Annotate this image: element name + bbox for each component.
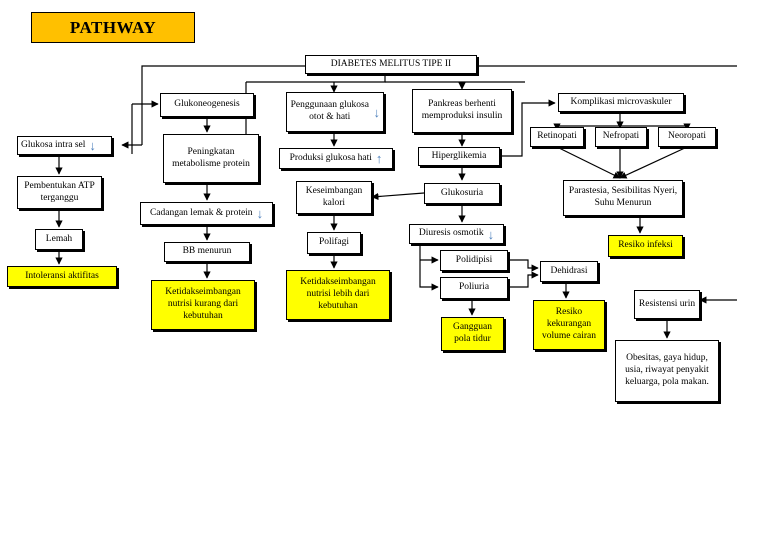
node-komplikasi: Komplikasi microvaskuler — [558, 93, 684, 112]
node-hiperglikemia-label: Hiperglikemia — [431, 150, 487, 161]
node-penggunaan-label: Penggunaan glukosa otot & hati — [290, 100, 369, 122]
node-glukoneogenesis-label: Glukoneogenesis — [174, 99, 240, 110]
node-glukosuria-label: Glukosuria — [440, 187, 484, 198]
node-ketidakseimbangan-lebih: Ketidakseimbangan nutrisi lebih dari keb… — [286, 270, 390, 320]
node-bb-label: BB menurun — [182, 246, 232, 257]
node-komplikasi-label: Komplikasi microvaskuler — [570, 96, 672, 107]
node-polidipisi: Polidipisi — [440, 250, 508, 271]
arrow-up-icon: ↑ — [375, 151, 383, 166]
node-keseimbangan-label: Keseimbangan kalori — [305, 185, 363, 208]
node-retinopati: Retinopati — [530, 127, 584, 147]
node-resistensi: Resistensi urin — [634, 290, 700, 319]
node-atp: Pembentukan ATP terganggu — [17, 176, 102, 209]
node-parastesia-label: Parastesia, Sesibilitas Nyeri, Suhu Menu… — [568, 186, 678, 208]
node-poliuria-label: Poliuria — [458, 282, 490, 293]
node-glukosuria: Glukosuria — [424, 183, 500, 204]
node-glukoneogenesis: Glukoneogenesis — [160, 93, 254, 117]
node-intoleransi-label: Intoleransi aktifitas — [25, 270, 99, 281]
node-diuresis: Diuresis osmotik ↓ — [409, 224, 504, 244]
node-gangguan-label: Gangguan pola tidur — [452, 322, 493, 344]
node-peningkatan: Peningkatan metabolisme protein — [163, 134, 259, 183]
node-ketidakseimbangan-kurang-label: Ketidakseimbangan nutrisi kurang dari ke… — [165, 287, 241, 321]
node-glukosa-sel: Glukosa intra sel ↓ — [17, 136, 112, 155]
page-title: PATHWAY — [31, 12, 195, 43]
node-obesitas: Obesitas, gaya hidup, usia, riwayat peny… — [615, 340, 719, 402]
node-peningkatan-label: Peningkatan metabolisme protein — [172, 146, 250, 169]
node-dm-label: DIABETES MELITUS TIPE II — [330, 58, 452, 69]
node-ketidakseimbangan-kurang: Ketidakseimbangan nutrisi kurang dari ke… — [151, 280, 255, 330]
node-hiperglikemia: Hiperglikemia — [418, 147, 500, 166]
node-cadangan: Cadangan lemak & protein ↓ — [140, 202, 273, 225]
node-penggunaan: Penggunaan glukosa otot & hati ↓ — [286, 92, 384, 132]
node-resistensi-label: Resistensi urin — [638, 298, 696, 309]
node-obesitas-label: Obesitas, gaya hidup, usia, riwayat peny… — [625, 353, 709, 387]
node-dehidrasi: Dehidrasi — [540, 261, 598, 282]
node-retinopati-label: Retinopati — [537, 131, 577, 142]
node-intoleransi: Intoleransi aktifitas — [7, 266, 117, 287]
node-nefropati-label: Nefropati — [602, 131, 640, 142]
node-atp-label: Pembentukan ATP terganggu — [24, 180, 95, 203]
node-dehidrasi-label: Dehidrasi — [550, 265, 588, 276]
node-polidipisi-label: Polidipisi — [455, 254, 493, 265]
node-cadangan-label: Cadangan lemak & protein — [149, 207, 253, 218]
node-neoropati-label: Neoropati — [668, 131, 706, 142]
node-lemah: Lemah — [35, 229, 83, 250]
node-lemah-label: Lemah — [45, 233, 73, 244]
arrow-down-icon: ↓ — [89, 138, 96, 153]
node-produksi-label: Produksi glukosa hati — [289, 152, 372, 163]
node-parastesia: Parastesia, Sesibilitas Nyeri, Suhu Menu… — [563, 180, 683, 216]
node-pankreas: Pankreas berhenti memproduksi insulin — [412, 89, 512, 133]
node-resiko-infeksi-label: Resiko infeksi — [618, 240, 673, 251]
node-resiko-infeksi: Resiko infeksi — [608, 235, 683, 257]
node-polifagi: Polifagi — [307, 232, 361, 254]
arrow-down-icon: ↓ — [373, 104, 381, 120]
node-ketidakseimbangan-lebih-label: Ketidakseimbangan nutrisi lebih dari keb… — [300, 277, 376, 311]
node-neoropati: Neoropati — [658, 127, 716, 147]
node-resiko-cairan: Resiko kekurangan volume cairan — [533, 300, 605, 350]
node-polifagi-label: Polifagi — [318, 237, 350, 248]
node-poliuria: Poliuria — [440, 277, 508, 299]
node-bb: BB menurun — [164, 242, 250, 262]
node-nefropati: Nefropati — [595, 127, 647, 147]
node-glukosa-sel-label: Glukosa intra sel — [21, 139, 86, 150]
node-produksi: Produksi glukosa hati ↑ — [279, 148, 393, 169]
node-gangguan: Gangguan pola tidur — [441, 317, 504, 351]
node-keseimbangan: Keseimbangan kalori — [296, 181, 372, 214]
arrow-down-icon: ↓ — [487, 226, 495, 242]
node-diuresis-label: Diuresis osmotik — [418, 228, 484, 239]
node-dm: DIABETES MELITUS TIPE II — [305, 55, 477, 74]
node-resiko-cairan-label: Resiko kekurangan volume cairan — [541, 307, 597, 341]
node-pankreas-label: Pankreas berhenti memproduksi insulin — [421, 99, 503, 121]
arrow-down-icon: ↓ — [256, 206, 264, 221]
